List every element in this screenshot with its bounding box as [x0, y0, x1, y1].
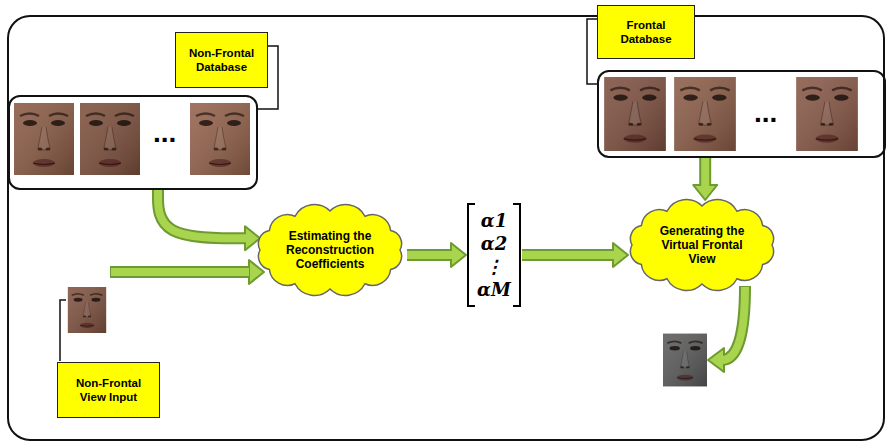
arrow-shaft	[407, 249, 453, 261]
coefficient-entry: αM	[477, 278, 511, 301]
image-group: ...	[597, 70, 886, 158]
flow-arrow	[693, 158, 717, 200]
leader-path	[587, 19, 597, 84]
arrow-head	[245, 226, 260, 250]
arrow-shaft	[701, 158, 709, 187]
face-image	[604, 77, 666, 151]
ellipsis-text: ...	[153, 119, 176, 147]
ellipsis-text: ...	[754, 99, 777, 127]
process-text: Estimating the Reconstruction Coefficien…	[276, 229, 384, 271]
flow-arrow	[110, 260, 264, 284]
process-cloud: Estimating the Reconstruction Coefficien…	[250, 201, 410, 299]
cloud-shape	[630, 200, 773, 291]
coefficient-vector: α1α2⋮αM	[466, 203, 522, 307]
flow-arrow	[407, 243, 466, 267]
arrow-shaft	[522, 251, 615, 259]
face-image	[190, 103, 250, 175]
face-image	[796, 77, 858, 151]
label-box: Non-Frontal View Input	[57, 362, 160, 418]
coefficient-entry: α2	[481, 232, 507, 255]
process-text: Generating the Virtual Frontal View	[648, 224, 756, 266]
label-text: Non-Frontal View Input	[65, 376, 152, 404]
label-box: Non-Frontal Database	[175, 32, 268, 88]
face-image	[674, 77, 736, 151]
coefficient-entry: α1	[481, 209, 507, 232]
arrow-head	[451, 243, 466, 267]
process-cloud: Generating the Virtual Frontal View	[622, 196, 782, 294]
flow-arrow	[158, 190, 260, 250]
arrow-shaft	[699, 158, 711, 187]
label-text: Frontal Database	[605, 18, 687, 46]
bracket	[468, 204, 475, 306]
bracket	[513, 204, 520, 306]
arrow-shaft	[158, 190, 247, 238]
coefficient-entry: ⋮	[485, 255, 503, 278]
arrow-head	[613, 243, 628, 267]
arrow-shaft	[522, 249, 615, 261]
face-image	[14, 103, 74, 175]
leader-line	[587, 19, 597, 84]
face-image	[663, 334, 707, 387]
label-box: Frontal Database	[597, 5, 695, 59]
arrow-shaft	[722, 286, 745, 360]
arrow-head	[708, 348, 724, 372]
image-group: ...	[8, 95, 258, 190]
arrow-head	[693, 185, 717, 200]
arrow-shaft	[158, 190, 247, 238]
leader-line	[60, 300, 66, 361]
outer-frame	[8, 16, 884, 440]
arrow-shaft	[111, 268, 249, 276]
label-text: Non-Frontal Database	[183, 46, 260, 74]
cloud-shape	[258, 205, 401, 296]
flow-arrow	[522, 243, 628, 267]
face-image	[80, 103, 140, 175]
face-image	[68, 287, 106, 333]
flow-arrow	[708, 286, 745, 372]
arrow-shaft	[407, 251, 453, 259]
arrow-shaft	[722, 287, 745, 360]
arrow-shaft	[110, 266, 249, 278]
